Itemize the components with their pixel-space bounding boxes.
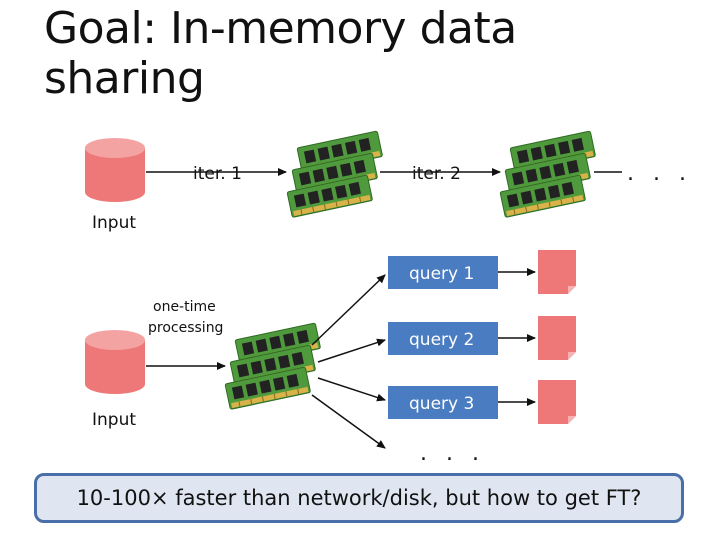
iter2-label: iter. 2 bbox=[412, 164, 461, 184]
memory-icon-iter1 bbox=[287, 131, 383, 217]
iterative-continuation: . . . bbox=[627, 161, 692, 186]
memory-icon-iter2 bbox=[500, 131, 596, 217]
arrow-memory-to-query3 bbox=[317, 377, 386, 402]
callout-text: 10-100× faster than network/disk, but ho… bbox=[76, 486, 642, 510]
iter1-label: iter. 1 bbox=[193, 164, 242, 184]
arrow-memory-to-query1 bbox=[311, 274, 386, 346]
query2-label: query 2 bbox=[409, 330, 474, 350]
result1-document bbox=[538, 250, 576, 294]
query1-box bbox=[388, 256, 498, 289]
arrow-memory-to-continuation bbox=[311, 394, 386, 449]
input-label-iterative: Input bbox=[92, 213, 136, 233]
input-disk-iterative bbox=[85, 138, 145, 202]
query2-box bbox=[388, 322, 498, 355]
processing-label-line2: processing bbox=[148, 320, 223, 336]
arrow-memory-to-query2 bbox=[317, 338, 386, 363]
interactive-continuation: . . . bbox=[420, 441, 485, 466]
processing-label-line1: one-time bbox=[153, 299, 216, 315]
input-label-interactive: Input bbox=[92, 410, 136, 430]
slide-title: Goal: In-memory data sharing bbox=[44, 3, 517, 104]
query3-label: query 3 bbox=[409, 394, 474, 414]
query3-box bbox=[388, 386, 498, 419]
speedup-callout: 10-100× faster than network/disk, but ho… bbox=[34, 473, 684, 523]
result2-document bbox=[538, 316, 576, 360]
input-disk-interactive bbox=[85, 330, 145, 394]
query1-label: query 1 bbox=[409, 264, 474, 284]
result3-document bbox=[538, 380, 576, 424]
memory-icon-shared bbox=[225, 323, 321, 409]
